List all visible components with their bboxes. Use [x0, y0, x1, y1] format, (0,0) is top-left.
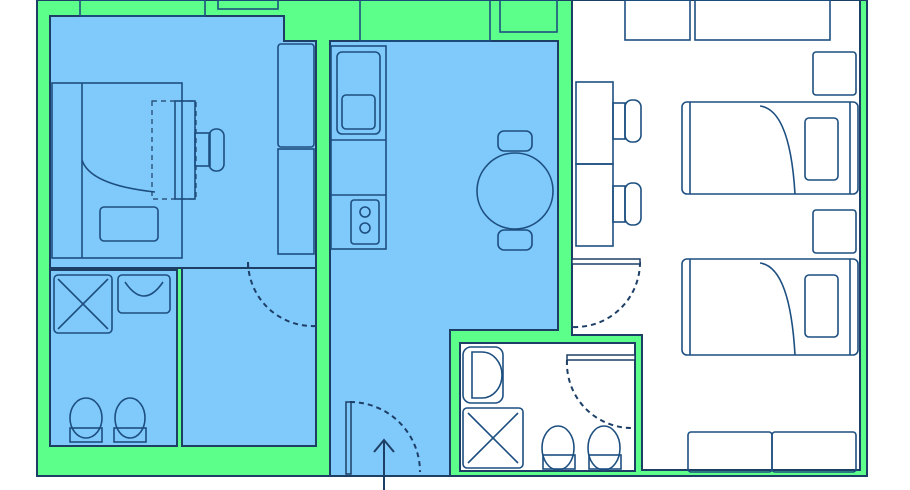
door-swing: [571, 261, 642, 329]
kitchen-sink: [336, 51, 381, 135]
bathroom-right: [459, 342, 636, 472]
window: [694, 0, 831, 41]
door-swing: [565, 359, 635, 430]
kitchen-counter: [330, 45, 387, 250]
arrow-up-icon: [373, 438, 395, 490]
window: [217, 0, 279, 10]
desk: [575, 81, 642, 247]
dining-table: [476, 130, 554, 251]
living-room-lower: [181, 267, 317, 447]
toilet: [69, 397, 103, 443]
bed: [681, 101, 859, 195]
bed: [681, 258, 859, 356]
bidet: [113, 397, 147, 443]
window: [359, 0, 491, 42]
nightstand: [812, 209, 857, 254]
sink: [462, 346, 504, 404]
stove: [350, 199, 380, 245]
sink: [117, 274, 171, 314]
bedroom-twin: [571, 0, 861, 471]
toilet: [541, 425, 576, 471]
shower: [462, 407, 524, 469]
chair: [194, 128, 225, 172]
wardrobe: [277, 148, 315, 255]
bathroom-left: [49, 269, 178, 447]
sofa-bed: [51, 82, 197, 259]
nightstand: [812, 51, 857, 96]
window: [499, 0, 558, 33]
bidet: [587, 425, 622, 471]
wardrobe: [277, 43, 315, 148]
door-swing: [247, 261, 317, 328]
living-room: [49, 15, 317, 269]
shower: [53, 274, 113, 334]
window: [624, 0, 691, 41]
entrance-door: [349, 401, 421, 473]
dresser: [687, 431, 857, 473]
window: [79, 0, 206, 17]
